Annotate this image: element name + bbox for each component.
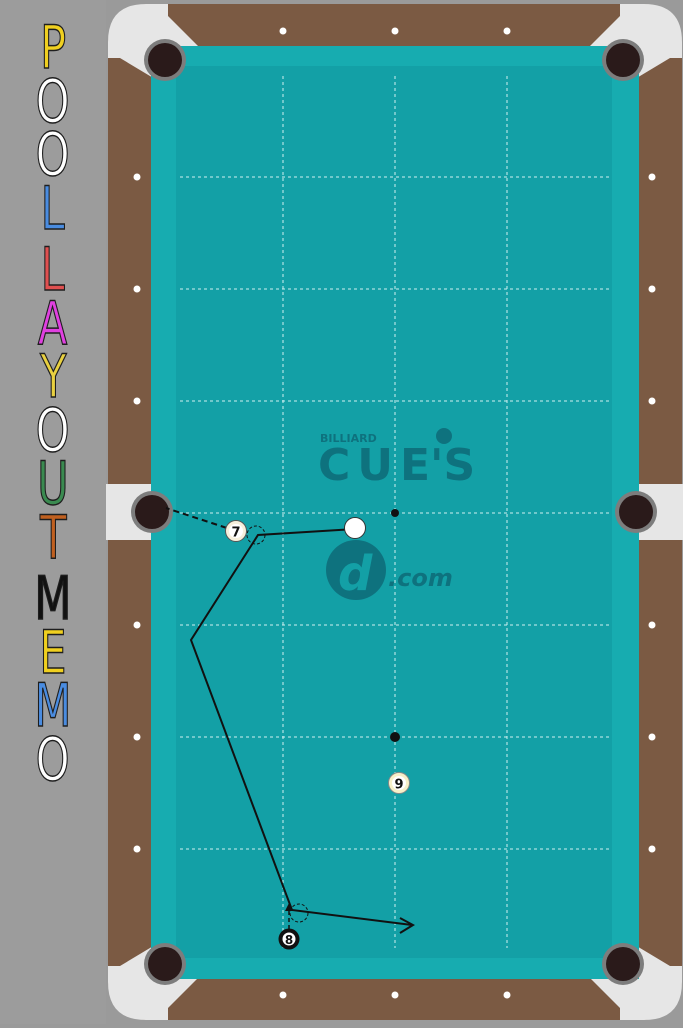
watermark-dotcom: .com [388, 564, 453, 592]
title-letter: E [39, 617, 67, 688]
ball-7-label: 7 [231, 526, 240, 541]
ghost-ball-8 [289, 903, 309, 923]
pocket-side-right [619, 495, 653, 529]
rail-diamond [503, 991, 511, 999]
pocket-side-left [135, 495, 169, 529]
title-letter: P [39, 13, 67, 83]
watermark-apostrophe-s: 'S [430, 440, 475, 491]
title-letter: A [38, 288, 69, 359]
watermark-cd-logo [326, 540, 386, 600]
rail-diamonds [133, 27, 656, 999]
rail-diamond [648, 173, 656, 181]
rail-diamond [648, 397, 656, 405]
arrow-head-path-end [399, 917, 416, 934]
rail-diamond [279, 991, 287, 999]
title-letter: U [37, 449, 70, 519]
pocket-top-right [606, 43, 640, 77]
rail-diamond [648, 845, 656, 853]
title-letter: M [34, 564, 72, 634]
rail-diamond [133, 621, 141, 629]
title-letter: O [35, 66, 70, 137]
watermark-logo: BILLIARD CUE 'S d .com [318, 428, 475, 602]
rail-diamond [503, 27, 511, 35]
title-letter: L [40, 173, 66, 244]
rail-diamond [133, 397, 141, 405]
rail-diamond [391, 991, 399, 999]
rail-diamond [648, 733, 656, 741]
title-letter: O [35, 724, 70, 795]
rail-diamond [391, 27, 399, 35]
ghost-ball-7 [246, 525, 266, 545]
pocket-top-left [148, 43, 182, 77]
title-letter: T [39, 502, 67, 573]
watermark-ball-icon [436, 428, 452, 444]
pocket-bottom-left [148, 947, 182, 981]
ball-7-aim-line [165, 507, 237, 532]
ball-7[interactable]: 7 [225, 520, 247, 542]
title-letter: L [40, 235, 66, 305]
watermark-d-glyph: d [338, 546, 373, 602]
rail-diamond [133, 845, 141, 853]
ball-9[interactable]: 9 [388, 772, 410, 794]
watermark-billiard: BILLIARD [320, 432, 377, 445]
rail-diamond [133, 173, 141, 181]
cue-ball-path [189, 528, 413, 926]
rail-diamond [133, 285, 141, 293]
ball-8[interactable]: 8 [278, 928, 300, 950]
spot-lower [390, 732, 400, 742]
ball-cue[interactable] [344, 517, 366, 539]
pool-table-svg: BILLIARD CUE 'S d .com 7 [106, 4, 683, 1020]
rail-diamond [279, 27, 287, 35]
spot-upper [391, 509, 399, 517]
rail-diamond [648, 621, 656, 629]
pockets [131, 39, 657, 985]
title-letter: M [34, 671, 72, 741]
rail-diamond [648, 285, 656, 293]
pocket-bottom-right [606, 947, 640, 981]
watermark-cue: CUE [318, 440, 430, 491]
title-letter: O [35, 120, 70, 190]
ball-9-label: 9 [394, 778, 403, 793]
title-letter: O [35, 395, 70, 466]
rail-diamond [133, 733, 141, 741]
pool-table: BILLIARD CUE 'S d .com 7 [106, 0, 683, 1028]
ball-8-label: 8 [285, 933, 293, 947]
felt-grid [180, 76, 610, 948]
title-letter: Y [39, 342, 67, 412]
